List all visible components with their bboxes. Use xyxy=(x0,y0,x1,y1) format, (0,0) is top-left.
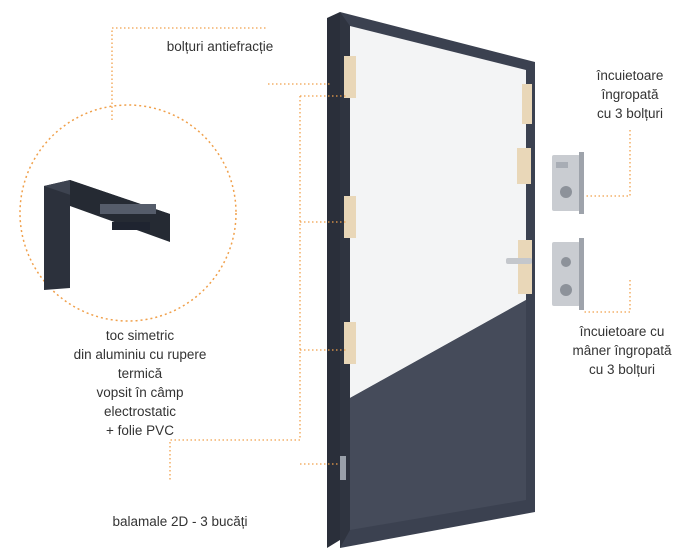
door-frame-side xyxy=(327,12,340,548)
lock-cylinder-plate xyxy=(517,148,531,184)
lock-top-label: încuietoare îngropată cu 3 bolțuri xyxy=(596,68,664,121)
mortise-lock-handle-icon xyxy=(552,238,584,310)
frame-profile-icon xyxy=(44,180,170,290)
anti-burglary-bolt-1 xyxy=(344,56,356,98)
anti-burglary-bolt-2 xyxy=(344,196,356,238)
door-handle-icon xyxy=(506,258,532,264)
lock-keeper-top xyxy=(522,84,532,124)
door-dark-panel xyxy=(350,300,526,530)
hinge-icon xyxy=(340,456,346,480)
bolts-label: bolțuri antiefracție xyxy=(166,39,274,54)
door-edge xyxy=(340,12,350,548)
anti-burglary-bolt-3 xyxy=(344,322,356,364)
door-light-panel xyxy=(350,26,526,398)
frame-label: toc simetric din aluminiu cu rupere term… xyxy=(73,328,207,438)
leader-lines xyxy=(111,27,631,480)
hinges-label: balamale 2D - 3 bucăți xyxy=(112,514,248,529)
lock-handle-label: încuietoare cu mâner îngropată cu 3 bolț… xyxy=(572,324,672,377)
handle-lock-plate xyxy=(518,240,532,294)
mortise-lock-icon xyxy=(552,152,584,214)
